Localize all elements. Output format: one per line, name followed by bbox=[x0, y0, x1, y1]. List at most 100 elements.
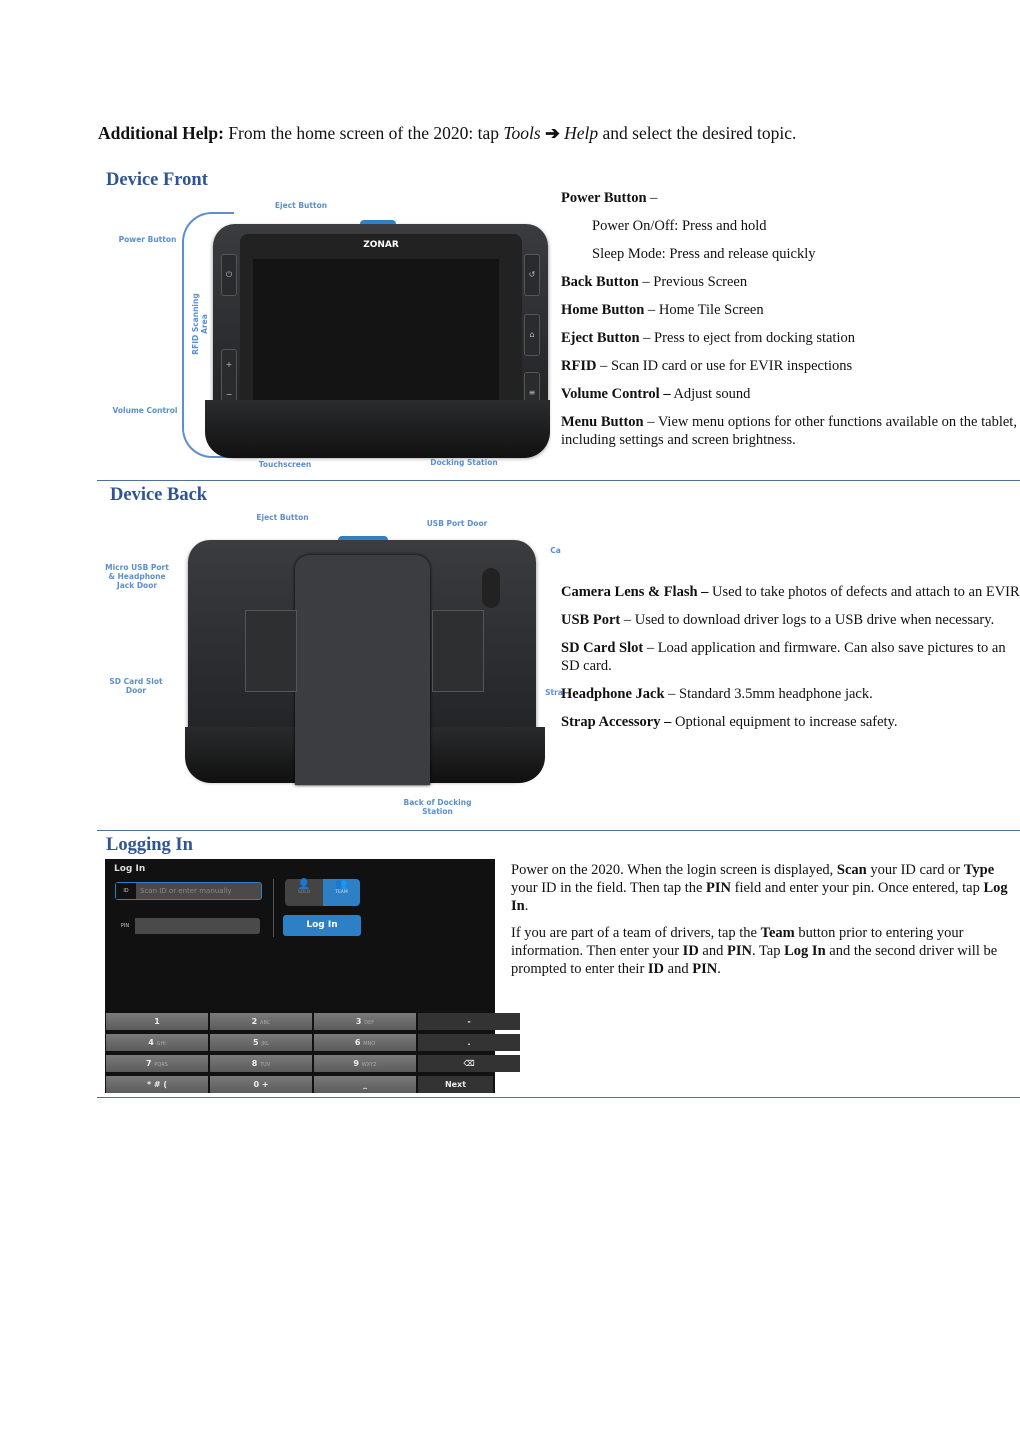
key[interactable]: 1 bbox=[106, 1013, 208, 1030]
key[interactable]: Next bbox=[418, 1076, 493, 1093]
login-paragraph-1: Power on the 2020. When the login screen… bbox=[511, 861, 1016, 915]
section-title-device-back: Device Back bbox=[110, 485, 208, 505]
key[interactable]: - bbox=[418, 1013, 520, 1030]
text: If you are part of a team of drivers, ta… bbox=[511, 925, 761, 941]
pin-tag: PIN bbox=[115, 918, 135, 934]
solo-button[interactable]: 👤SOLO bbox=[285, 879, 323, 906]
key-label: 7 bbox=[146, 1059, 152, 1068]
key[interactable]: _ bbox=[314, 1076, 416, 1093]
key-letters: MNO bbox=[363, 1041, 376, 1047]
login-screenshot: Log In ID Scan ID or enter manually PIN … bbox=[105, 859, 520, 1093]
team-button[interactable]: 👥TEAM bbox=[323, 879, 360, 906]
text: your ID in the field. Then tap the bbox=[511, 880, 707, 896]
key-label: Next bbox=[444, 1080, 467, 1089]
key[interactable]: 4 GHI bbox=[106, 1034, 208, 1051]
label-usb-door: USB Port Door bbox=[426, 519, 488, 528]
text: . Tap bbox=[751, 943, 785, 959]
vertical-divider bbox=[273, 879, 274, 937]
label-eject: Eject Button bbox=[256, 513, 309, 522]
docking-back-plate bbox=[295, 555, 430, 785]
label-rfid: RFID Scanning Area bbox=[191, 293, 209, 355]
key[interactable]: . bbox=[418, 1034, 520, 1051]
desc-volume: Volume Control – Adjust sound bbox=[561, 386, 751, 402]
desc-back: Back Button – Previous Screen bbox=[561, 274, 748, 290]
bold-term: Team bbox=[760, 925, 795, 941]
bold-term: Log In bbox=[784, 943, 826, 959]
text: . bbox=[524, 898, 529, 914]
key-label: 5 bbox=[253, 1038, 259, 1047]
pin-input[interactable]: PIN bbox=[115, 918, 260, 934]
home-icon: ⌂ bbox=[524, 314, 540, 356]
label-docking-station: Docking Station bbox=[430, 458, 498, 467]
key[interactable]: 3 DEF bbox=[314, 1013, 416, 1030]
desc-usb: USB Port – Used to download driver logs … bbox=[561, 612, 995, 628]
id-placeholder: Scan ID or enter manually bbox=[140, 887, 232, 895]
key[interactable]: 0 + bbox=[210, 1076, 312, 1093]
team-icon: 👥 bbox=[335, 879, 348, 890]
key[interactable]: 9 WXYZ bbox=[314, 1055, 416, 1072]
key-label: - bbox=[467, 1017, 471, 1026]
divider bbox=[97, 480, 1020, 481]
key-letters: TUV bbox=[260, 1062, 271, 1068]
label-camera-cut: Ca bbox=[550, 546, 561, 555]
key[interactable]: * # ( bbox=[106, 1076, 208, 1093]
device-back-image: Eject Button USB Port Door Micro USB Por… bbox=[100, 505, 570, 820]
eject-button-graphic bbox=[360, 220, 396, 226]
login-button[interactable]: Log In bbox=[283, 915, 361, 936]
text: field and enter your pin. Once entered, … bbox=[731, 880, 984, 896]
docking-station bbox=[205, 400, 550, 458]
desc-eject: Eject Button – Press to eject from docki… bbox=[561, 330, 855, 346]
strap-left bbox=[245, 610, 297, 692]
power-icon: ⏻ bbox=[221, 254, 237, 296]
strap-right bbox=[432, 610, 484, 692]
key-letters: JKL bbox=[261, 1041, 269, 1047]
arrow-icon: ➔ bbox=[545, 123, 560, 143]
label-power: Power Button bbox=[118, 235, 177, 244]
key-letters: DEF bbox=[364, 1020, 375, 1026]
key[interactable]: 6 MNO bbox=[314, 1034, 416, 1051]
desc-camera: Camera Lens & Flash – Used to take photo… bbox=[561, 584, 1020, 600]
person-icon: 👤 bbox=[297, 879, 311, 890]
zonar-logo: ZONAR bbox=[363, 240, 399, 250]
text: . bbox=[717, 961, 721, 977]
key[interactable]: 2 ABC bbox=[210, 1013, 312, 1030]
key-label: 0 + bbox=[253, 1080, 269, 1089]
key-label: 4 bbox=[148, 1038, 154, 1047]
help-text-end: and select the desired topic. bbox=[602, 123, 797, 143]
key-letters: GHI bbox=[156, 1041, 166, 1047]
key-letters: ABC bbox=[260, 1020, 271, 1026]
text: and the second driver will be prompted t… bbox=[511, 943, 998, 977]
key[interactable]: ⌫ bbox=[418, 1055, 520, 1072]
bold-term: PIN bbox=[706, 880, 732, 896]
key[interactable]: 5 JKL bbox=[210, 1034, 312, 1051]
bold-term: Scan bbox=[836, 862, 867, 878]
bold-term: PIN bbox=[692, 961, 718, 977]
key-label: 3 bbox=[355, 1017, 362, 1026]
text: and bbox=[664, 961, 693, 977]
key-letters: WXYZ bbox=[361, 1062, 377, 1068]
desc-strap: Strap Accessory – Optional equipment to … bbox=[561, 714, 898, 730]
rfid-bracket bbox=[182, 212, 234, 458]
label-strap-cut: Stra bbox=[545, 688, 563, 697]
text: button prior to entering your informatio… bbox=[511, 925, 964, 959]
text: and bbox=[698, 943, 727, 959]
key-label: ⌫ bbox=[463, 1059, 475, 1068]
camera-lens bbox=[482, 568, 500, 608]
label-touchscreen: Touchscreen bbox=[258, 460, 312, 469]
front-descriptions: Power Button – Power On/Off: Press and h… bbox=[561, 189, 1020, 449]
help-text-italic: Help bbox=[564, 123, 599, 143]
divider bbox=[97, 830, 1020, 831]
bold-term: Type bbox=[963, 862, 995, 878]
key-label: . bbox=[467, 1038, 471, 1047]
label-eject: Eject Button bbox=[274, 201, 328, 210]
key-letters: PQRS bbox=[154, 1062, 168, 1068]
touchscreen bbox=[253, 259, 499, 403]
id-input[interactable]: ID Scan ID or enter manually bbox=[115, 882, 262, 900]
back-icon: ↺ bbox=[524, 254, 540, 296]
label-volume: Volume Control bbox=[112, 406, 178, 415]
label-micro-usb: Micro USB Port & Headphone Jack Door bbox=[105, 563, 169, 590]
key[interactable]: 8 TUV bbox=[210, 1055, 312, 1072]
key[interactable]: 7 PQRS bbox=[106, 1055, 208, 1072]
bold-term: ID bbox=[647, 961, 665, 977]
